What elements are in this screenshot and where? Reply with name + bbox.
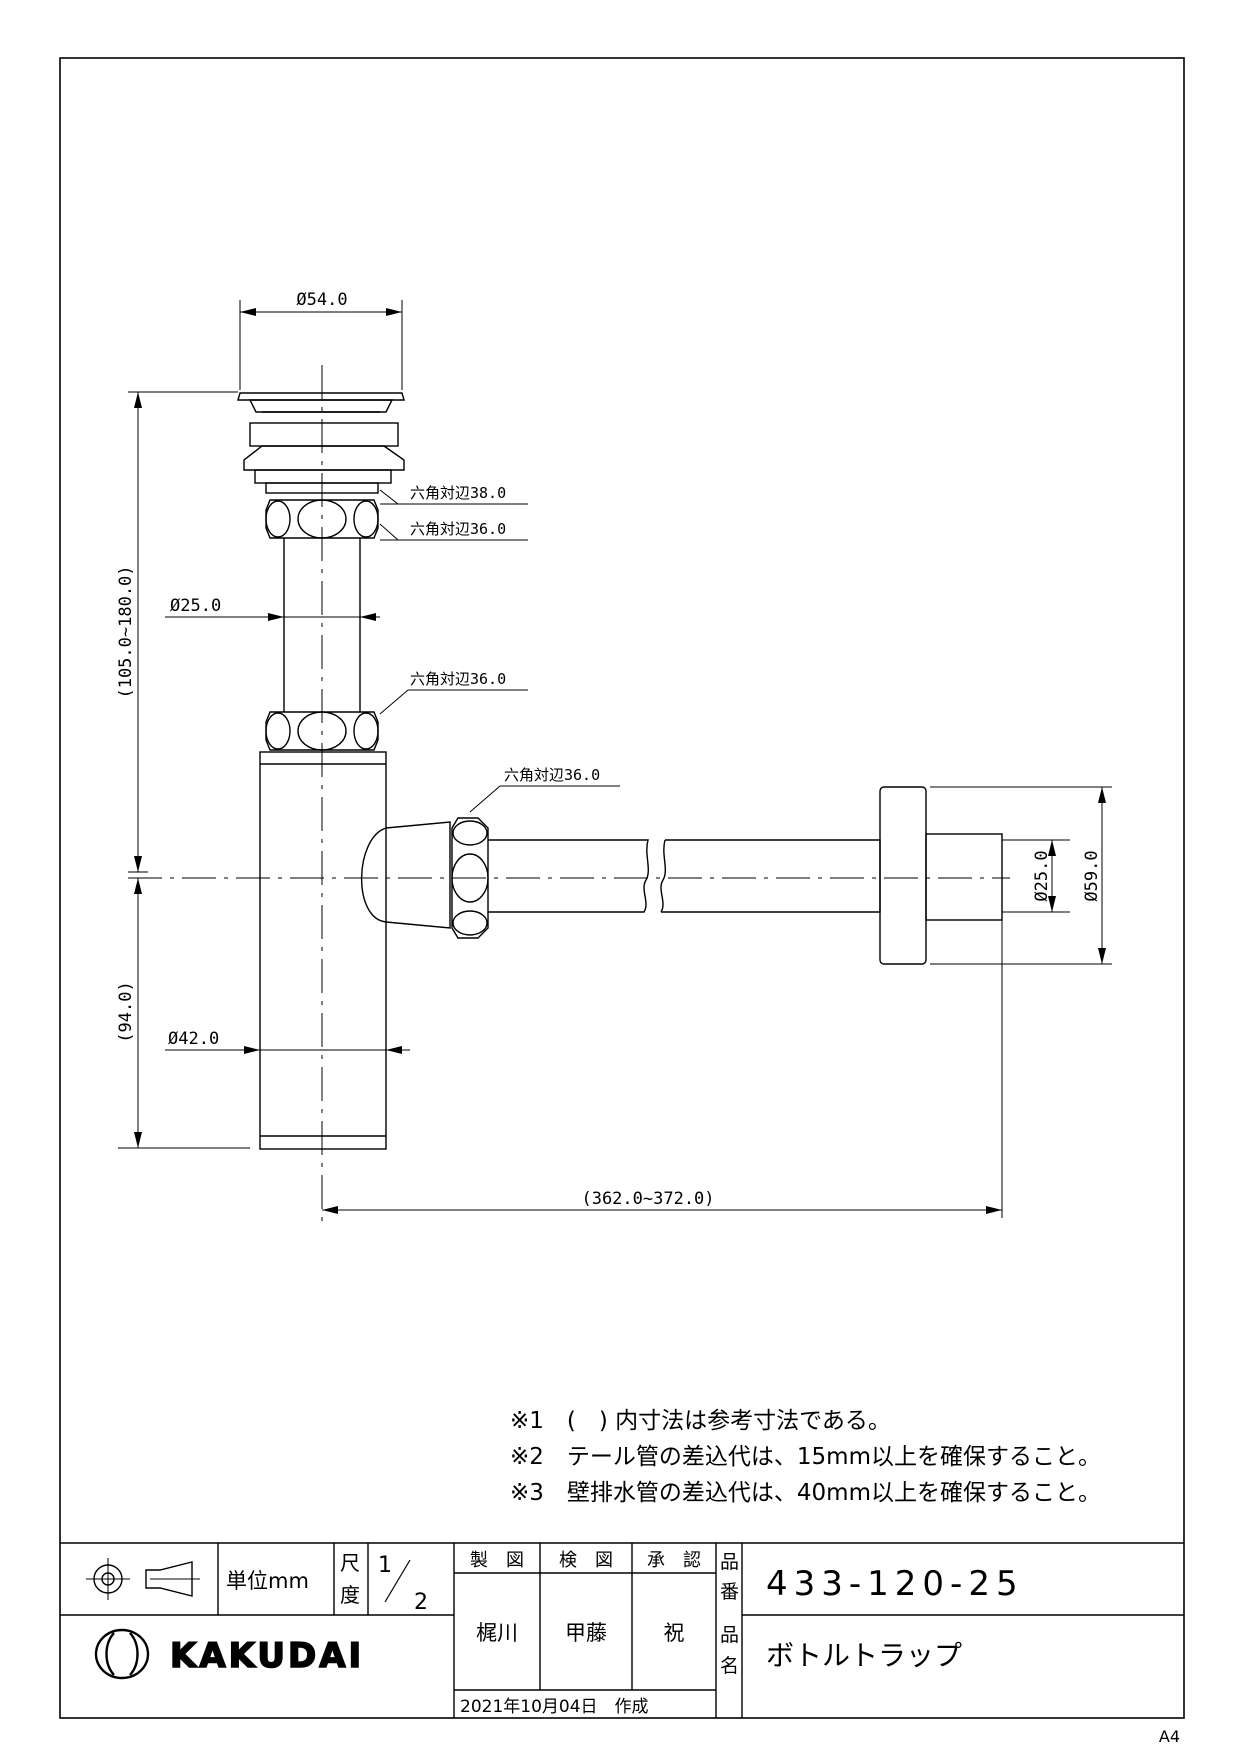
notes: ※1 ( ) 内寸法は参考寸法である。 ※2 テール管の差込代は、15mm以上を… (510, 1408, 1101, 1506)
approved-label: 承 認 (647, 1550, 701, 1571)
bottle-trap-drawing (128, 365, 1010, 1225)
scale-numerator: 1 (378, 1553, 392, 1578)
checked-by: 甲藤 (565, 1621, 607, 1645)
hex-nut-1 (265, 499, 379, 539)
approved-by: 祝 (664, 1621, 685, 1645)
drawn-label: 製 図 (470, 1550, 524, 1571)
dim-outlet-pipe-diameter: Ø25.0 (1032, 850, 1052, 901)
drawing-date: 2021年10月04日 作成 (460, 1697, 649, 1717)
dim-pipe-diameter: Ø25.0 (170, 596, 221, 616)
title-block (60, 1542, 1184, 1718)
scale-label-2: 度 (340, 1583, 360, 1607)
brand-name: KAKUDAI (170, 1636, 364, 1676)
dim-height-upper: (105.0~180.0) (116, 565, 136, 698)
unit-label: 単位mm (226, 1569, 309, 1593)
part-number: 433-120-25 (766, 1564, 1024, 1604)
dim-horizontal-length: (362.0~372.0) (581, 1189, 714, 1209)
bottle-body (259, 751, 387, 1150)
tailpiece-nut (249, 422, 399, 447)
side-outlet (385, 821, 451, 929)
dim-body-diameter: Ø42.0 (168, 1029, 219, 1049)
wall-flange (879, 786, 927, 965)
part-name-label-2: 名 (720, 1655, 739, 1677)
kakudai-logo-mark (94, 1628, 150, 1680)
hex-nut-3 (451, 817, 489, 939)
dim-hex-2: 六角対辺36.0 (410, 520, 506, 538)
part-name: ボトルトラップ (766, 1639, 962, 1672)
sheet-border (59, 57, 1185, 1719)
part-no-label-1: 品 (720, 1551, 739, 1573)
note-2: ※2 テール管の差込代は、15mm以上を確保すること。 (510, 1444, 1101, 1470)
note-1: ※1 ( ) 内寸法は参考寸法である。 (510, 1408, 891, 1434)
third-angle-projection-symbol (86, 1558, 200, 1600)
dim-hex-1: 六角対辺38.0 (410, 484, 506, 502)
part-no-label-2: 番 (720, 1581, 739, 1603)
drawn-by: 梶川 (476, 1621, 518, 1645)
scale-denominator: 2 (414, 1590, 428, 1615)
dim-top-diameter: Ø54.0 (296, 290, 347, 310)
dim-flange-diameter: Ø59.0 (1082, 850, 1102, 901)
paper-size: A4 (1159, 1727, 1180, 1746)
dim-height-lower: (94.0) (116, 981, 136, 1042)
dimension-lines (118, 300, 1112, 1218)
hex-nut-2 (265, 711, 379, 751)
dimension-arrows (134, 308, 1106, 1214)
checked-label: 検 図 (559, 1550, 613, 1571)
dim-hex-3: 六角対辺36.0 (410, 670, 506, 688)
top-cap (237, 392, 405, 401)
dim-hex-4: 六角対辺36.0 (504, 766, 600, 784)
note-3: ※3 壁排水管の差込代は、40mm以上を確保すること。 (510, 1480, 1101, 1506)
part-name-label-1: 品 (720, 1624, 739, 1646)
scale-label-1: 尺 (340, 1551, 360, 1575)
